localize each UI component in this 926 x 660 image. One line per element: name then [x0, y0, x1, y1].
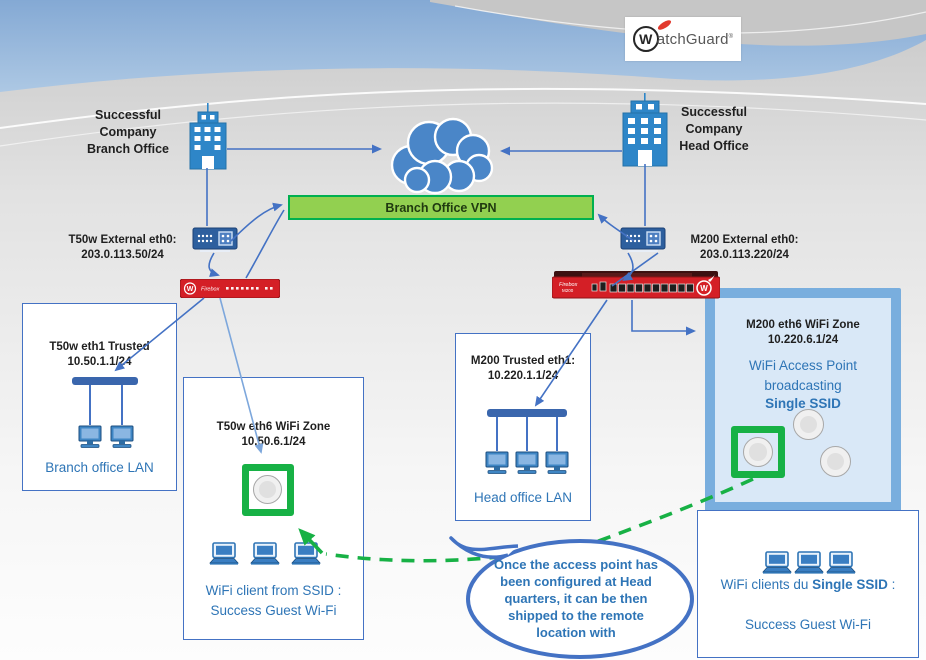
laptop-icon — [209, 542, 239, 566]
vpn-bar-label: Branch Office VPN — [385, 200, 497, 215]
desktop-icon — [485, 451, 509, 475]
access-point-icon — [743, 437, 773, 467]
head-building-icon — [622, 93, 668, 167]
m200-wifi-zone-inner — [715, 298, 891, 502]
m200-w-logo: W — [700, 284, 708, 293]
desktop-icon — [78, 425, 102, 449]
branch-lan-switch-bar — [72, 377, 138, 385]
head-lan-drop-line — [526, 417, 528, 451]
branch-office-vpn-bar: Branch Office VPN — [288, 195, 594, 220]
t50w-w-logo: W — [187, 286, 194, 293]
t50w-external-label: T50w External eth0: 203.0.113.50/24 — [68, 234, 177, 261]
single-ssid-label: Single SSID — [765, 396, 841, 411]
laptop-icon — [250, 542, 280, 566]
access-point-icon — [253, 475, 282, 504]
branch-lan-caption: Branch office LAN — [45, 460, 154, 475]
laptop-icon — [762, 551, 792, 575]
t50w-trusted-title: T50w eth1 Trusted 10.50.1.1/24 — [49, 341, 150, 368]
t50w-wifi-title: T50w eth6 WiFi Zone 10.50.6.1/24 — [216, 421, 331, 448]
speech-bubble-tail — [449, 536, 519, 559]
logo-w-icon: W — [632, 26, 659, 52]
head-lan-switch-bar — [487, 409, 567, 417]
configured-access-point-square — [731, 426, 785, 478]
laptop-icon — [794, 551, 824, 575]
m200-device-model: M200 — [562, 288, 574, 293]
t50w-firebox-device: W Firebox — [180, 279, 280, 298]
m200-trusted-title: M200 Trusted eth1: 10.220.1.1/24 — [470, 355, 576, 382]
m200-device-name: Firebox — [559, 282, 578, 288]
desktop-icon — [545, 451, 569, 475]
access-point-icon — [793, 409, 824, 440]
branch-office-label: Successful Company Branch Office — [87, 108, 169, 156]
watchguard-logo: W atchGuard® — [625, 17, 741, 61]
t50w-wifi-caption: WiFi client from SSID : Success Guest Wi… — [205, 583, 342, 618]
head-office-label: Successful Company Head Office — [679, 105, 749, 153]
head-lan-caption: Head office LAN — [473, 490, 573, 505]
branch-building-icon — [188, 103, 228, 171]
internet-cloud-icon — [385, 113, 497, 199]
head-router-icon — [620, 226, 666, 255]
m200-wifi-zone-title: M200 eth6 WiFi Zone 10.220.6.1/24 — [746, 319, 860, 346]
desktop-icon — [110, 425, 134, 449]
m200-external-label: M200 External eth0: 203.0.113.220/24 — [690, 234, 799, 261]
head-lan-drop-line — [556, 417, 558, 451]
laptop-icon — [826, 551, 856, 575]
wifi-clients-box: WiFi clients du Single SSID : Success Gu… — [697, 510, 919, 658]
m200-wifi-zone-box: M200 eth6 WiFi Zone 10.220.6.1/24 WiFi A… — [705, 288, 901, 512]
access-point-icon — [820, 446, 851, 477]
logo-brand-text: atchGuard® — [656, 30, 734, 48]
branch-lan-drop-line — [121, 385, 123, 425]
desktop-icon — [515, 451, 539, 475]
t50w-device-name: Firebox — [201, 287, 220, 293]
wifi-clients-caption: WiFi clients du Single SSID : Success Gu… — [720, 577, 896, 632]
head-lan-drop-line — [496, 417, 498, 451]
m200-trusted-box: M200 Trusted eth1: 10.220.1.1/24 Head of… — [455, 333, 591, 521]
branch-lan-drop-line — [89, 385, 91, 425]
branch-router-icon — [192, 226, 238, 255]
access-point-highlight-square — [242, 464, 294, 516]
speech-bubble-text: Once the access point has been configure… — [493, 557, 658, 640]
logo-registered-mark: ® — [728, 33, 734, 40]
m200-firebox-device: Firebox M200 W — [552, 271, 720, 299]
t50w-trusted-box: T50w eth1 Trusted 10.50.1.1/24 Branch of… — [22, 303, 177, 491]
wifi-ap-broadcasting-label: WiFi Access Point broadcasting — [748, 358, 858, 393]
laptop-icon — [291, 542, 321, 566]
